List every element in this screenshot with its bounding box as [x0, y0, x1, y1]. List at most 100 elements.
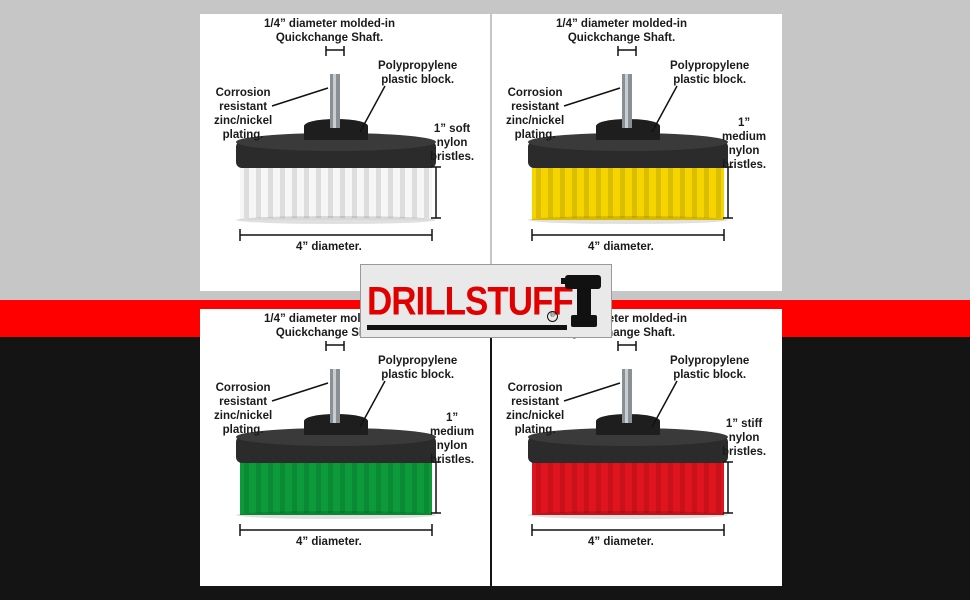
block-label-line: Polypropylene: [378, 60, 458, 72]
bristle-tuft: [388, 166, 393, 218]
plating-label-line: plating.: [222, 424, 264, 436]
bristle-tuft: [668, 461, 673, 513]
bristle-tuft: [704, 461, 709, 513]
bristle-tuft: [560, 461, 565, 513]
drill-icon: [561, 275, 601, 327]
bristle-tuft: [608, 461, 613, 513]
block-leader: [359, 380, 386, 428]
bristles-label-line: nylon: [436, 440, 468, 452]
plating-label-line: resistant: [511, 396, 560, 408]
block-label: Polypropylene plastic block.: [670, 59, 749, 87]
brush-shadow: [236, 511, 436, 519]
plating-leader: [271, 87, 329, 107]
bristles-label-line: medium: [430, 426, 475, 438]
diameter-label: 4” diameter.: [588, 536, 654, 548]
bristle-tuft: [692, 166, 697, 218]
bristle-tuft: [596, 461, 601, 513]
shaft-highlight: [333, 369, 336, 423]
block-hub-side: [304, 126, 368, 140]
bristle-tuft: [280, 166, 285, 218]
bristle-tuft: [620, 461, 625, 513]
brush-shadow: [528, 511, 728, 519]
brush-shadow: [236, 216, 436, 224]
shaft-label-line: 1/4” diameter molded-in: [264, 18, 396, 30]
bristle-tuft: [656, 461, 661, 513]
bristle-tuft: [424, 461, 429, 513]
plating-label-line: resistant: [219, 101, 268, 113]
bristle-tuft: [352, 166, 357, 218]
bristle-tuft: [304, 166, 309, 218]
bristle-tuft: [364, 461, 369, 513]
bristle-tuft: [268, 166, 273, 218]
block-label-line: plastic block.: [381, 369, 455, 381]
bristle-tuft: [644, 166, 649, 218]
bristle-tuft: [376, 461, 381, 513]
block-label-line: Polypropylene: [670, 60, 750, 72]
bristle-tuft: [632, 166, 637, 218]
block-label-line: Polypropylene: [378, 355, 458, 367]
brush-illustration: [528, 46, 733, 241]
bristles-label-line: 1”: [737, 117, 751, 129]
plating-label-line: Corrosion: [507, 87, 563, 99]
plating-label-line: resistant: [511, 101, 560, 113]
plating-label-line: zinc/nickel: [506, 115, 565, 127]
bristle-tuft: [328, 461, 333, 513]
bristle-tuft: [560, 166, 565, 218]
shaft-highlight: [625, 369, 628, 423]
bristles-label-line: bristles.: [430, 151, 475, 163]
brush-illustration: [528, 341, 733, 536]
plating-leader: [563, 382, 621, 402]
plating-label: Corrosion resistant zinc/nickel plating.: [506, 381, 564, 437]
shaft-label-line: 1/4” diameter molded-in: [556, 18, 688, 30]
block-label-line: plastic block.: [673, 74, 747, 86]
bristle-tuft: [400, 166, 405, 218]
bristle-tuft: [244, 166, 249, 218]
block-top: [528, 428, 728, 446]
bristle-tuft: [680, 461, 685, 513]
bristle-tuft: [692, 461, 697, 513]
shaft-label-line: Quickchange Shaft.: [567, 32, 676, 44]
bristles: [532, 164, 724, 220]
bristle-tuft: [536, 166, 541, 218]
block-hub-side: [596, 126, 660, 140]
bristle-tuft: [376, 166, 381, 218]
bristle-tuft: [340, 166, 345, 218]
registered-mark: ®: [547, 311, 558, 322]
plating-label-line: plating.: [222, 129, 264, 141]
shaft-label-line: Quickchange Shaft.: [275, 327, 384, 339]
diameter-label: 4” diameter.: [296, 536, 362, 548]
brush-illustration: [236, 46, 441, 241]
bristle-tuft: [572, 461, 577, 513]
block-leader: [651, 380, 678, 428]
bristle-tuft: [412, 461, 417, 513]
bristle-tuft: [292, 166, 297, 218]
plating-label-line: plating.: [514, 424, 556, 436]
plating-leader: [271, 382, 329, 402]
plating-label-line: plating.: [514, 129, 556, 141]
bristle-tuft: [268, 461, 273, 513]
bristle-tuft: [536, 461, 541, 513]
bristle-tuft: [656, 166, 661, 218]
plating-label-line: zinc/nickel: [214, 410, 273, 422]
bristle-tuft: [292, 461, 297, 513]
bristles-label-line: nylon: [728, 432, 760, 444]
bristle-tuft: [304, 461, 309, 513]
plating-label-line: zinc/nickel: [506, 410, 565, 422]
bristle-tuft: [548, 166, 553, 218]
block-top: [236, 133, 436, 151]
bristle-tuft: [668, 166, 673, 218]
bristles: [532, 459, 724, 515]
bristle-tuft: [716, 166, 721, 218]
bristle-tuft: [608, 166, 613, 218]
plating-label-line: Corrosion: [215, 382, 271, 394]
brush-illustration: [236, 341, 441, 536]
bristle-tuft: [424, 166, 429, 218]
diameter-label: 4” diameter.: [296, 241, 362, 253]
plating-label-line: Corrosion: [507, 382, 563, 394]
